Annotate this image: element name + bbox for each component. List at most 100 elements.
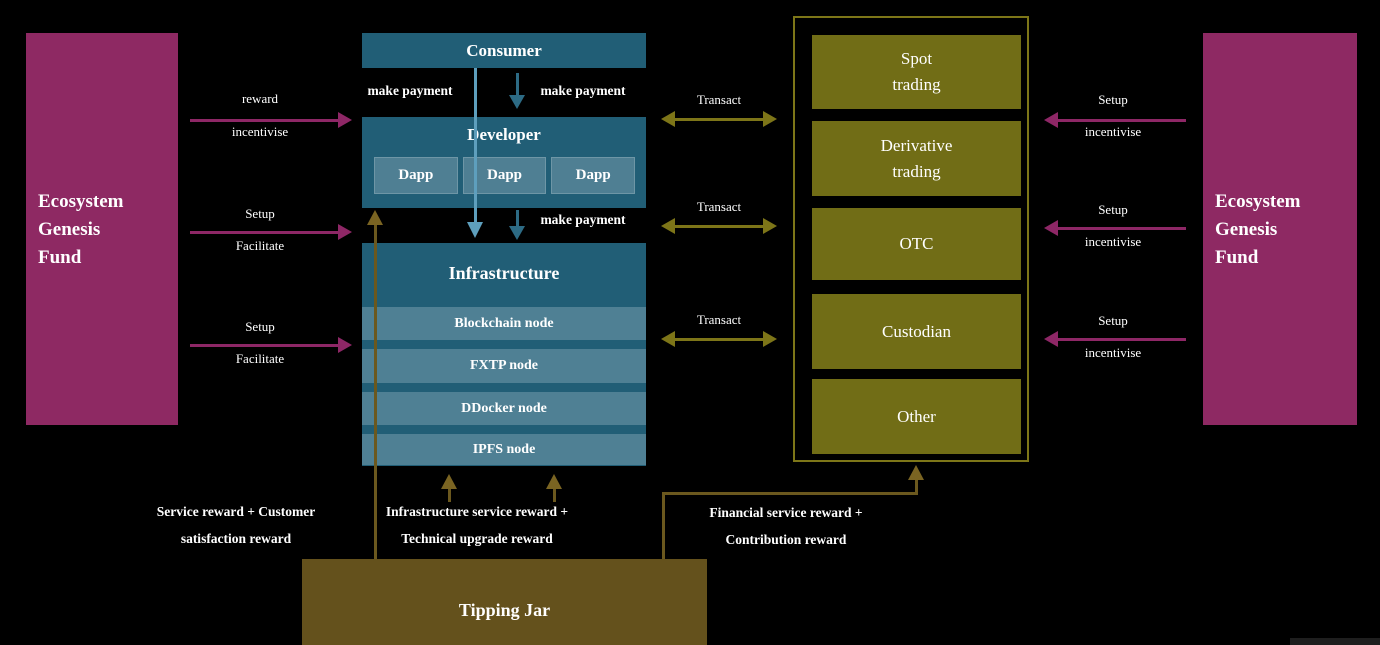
financial-item-label: Derivative [880,135,953,155]
make-payment-label: make payment [367,83,453,98]
jar-to-developer-line [374,225,377,559]
tipping-jar-box: Tipping Jar [302,559,707,645]
setup-arrow-head-icon [1044,220,1058,236]
dapp-label: Dapp [575,167,611,183]
developer-to-infrastructure-arrowhead-icon [509,226,525,240]
setup-arrow-head-icon [1044,331,1058,347]
dapp-box: Dapp [374,157,458,194]
setup-arrow-bottom-label: incentivise [1084,234,1142,249]
infrastructure-reward-line: Infrastructure service reward + [385,504,569,519]
setup-arrow-top-label: Setup [245,319,275,334]
developer-to-infrastructure-arrow [516,210,519,226]
developer-box: Developer Dapp Dapp Dapp [362,117,646,208]
setup-arrow-head-icon [1044,112,1058,128]
node-label: IPFS node [472,441,536,457]
financial-reward-line: Contribution reward [725,532,847,547]
financial-item-label: trading [892,75,941,94]
setup-facilitate-arrow [190,231,338,234]
consumer-to-infrastructure-arrowhead-icon [467,222,483,238]
setup-incentivise-arrow [1058,227,1186,230]
setup-arrow-top-label: Setup [1098,313,1128,328]
transact-arrow [674,118,764,121]
jar-to-infrastructure-arrowhead-icon [441,474,457,489]
consumer-to-developer-arrowhead-icon [509,95,525,109]
jar-to-financial-arrowhead-icon [908,465,924,480]
dapp-label: Dapp [486,167,523,183]
developer-title: Developer [467,125,541,144]
reward-arrow-bottom-label: incentivise [231,124,289,139]
transact-arrowhead-icon [763,218,777,234]
dapp-box: Dapp [551,157,636,194]
financial-services-group: Spot trading Derivative trading OTC Cust… [793,16,1029,462]
setup-arrow-head-icon [338,224,352,240]
setup-arrow-top-label: Setup [1098,202,1128,217]
financial-item-label: Other [897,406,936,426]
setup-incentivise-arrow [1058,338,1186,341]
jar-to-infrastructure-arrowhead-icon [546,474,562,489]
service-reward-line: Service reward + Customer [156,504,316,519]
reward-arrow [190,119,338,122]
transact-arrowhead-icon [763,111,777,127]
jar-to-infrastructure-arrow [448,488,451,502]
infrastructure-reward-line: Technical upgrade reward [401,531,553,546]
setup-arrow-top-label: Setup [1098,92,1128,107]
financial-item-derivative-trading: Derivative trading [812,121,1021,196]
financial-item-label: Spot [900,49,933,68]
reward-arrow-head-icon [338,112,352,128]
setup-arrow-bottom-label: Facilitate [235,238,285,253]
transact-arrowhead-icon [661,218,675,234]
infrastructure-title: Infrastructure [448,263,560,283]
jar-to-financial-line-horizontal [662,492,918,495]
consumer-box: Consumer [362,33,646,68]
transact-arrow [674,225,764,228]
dapp-label: Dapp [398,167,434,183]
fund-right-line: Ecosystem [1215,191,1301,212]
transact-label: Transact [696,199,742,214]
tipping-jar-title: Tipping Jar [458,599,551,620]
financial-item-label: OTC [899,234,934,253]
service-reward-line: satisfaction reward [180,531,292,546]
node-label: FXTP node [469,358,539,373]
transact-arrowhead-icon [661,111,675,127]
window-edge-bar [1290,638,1380,645]
consumer-to-infrastructure-line [474,68,477,222]
fund-left-line: Fund [38,247,82,268]
service-reward-label: Service reward + Customer satisfaction r… [116,498,356,552]
setup-arrow-top-label: Setup [245,206,275,221]
setup-arrow-head-icon [338,337,352,353]
financial-item-custodian: Custodian [812,294,1021,369]
jar-to-financial-line-stem [915,480,918,494]
financial-item-label: Custodian [882,321,951,341]
jar-to-financial-line-vertical [662,492,665,559]
make-payment-label: make payment [540,83,626,98]
financial-reward-label: Financial service reward + Contribution … [666,499,906,553]
transact-arrow [674,338,764,341]
transact-arrowhead-icon [763,331,777,347]
financial-item-other: Other [812,379,1021,454]
make-payment-label: make payment [540,212,626,227]
transact-arrowhead-icon [661,331,675,347]
setup-incentivise-arrow [1058,119,1186,122]
transact-label: Transact [696,312,742,327]
jar-to-infrastructure-arrow [553,488,556,502]
financial-item-otc: OTC [812,208,1021,280]
reward-arrow-top-label: reward [241,91,279,106]
infrastructure-box: Infrastructure Blockchain node FXTP node… [362,243,646,466]
consumer-title: Consumer [466,40,542,60]
fund-left-line: Ecosystem [38,191,124,212]
setup-arrow-bottom-label: incentivise [1084,124,1142,139]
node-row: Blockchain node [362,307,646,340]
setup-facilitate-arrow [190,344,338,347]
node-label: Blockchain node [454,315,554,331]
financial-item-label: trading [892,161,941,181]
node-row: DDocker node [362,392,646,425]
fund-right-line: Fund [1215,247,1259,268]
setup-arrow-bottom-label: incentivise [1084,345,1142,360]
jar-to-developer-arrowhead-icon [367,210,383,225]
fund-right-line: Genesis [1215,219,1278,240]
setup-arrow-bottom-label: Facilitate [235,351,285,366]
financial-item-spot-trading: Spot trading [812,35,1021,109]
node-row: IPFS node [362,434,646,465]
fund-left-line: Genesis [38,219,101,240]
